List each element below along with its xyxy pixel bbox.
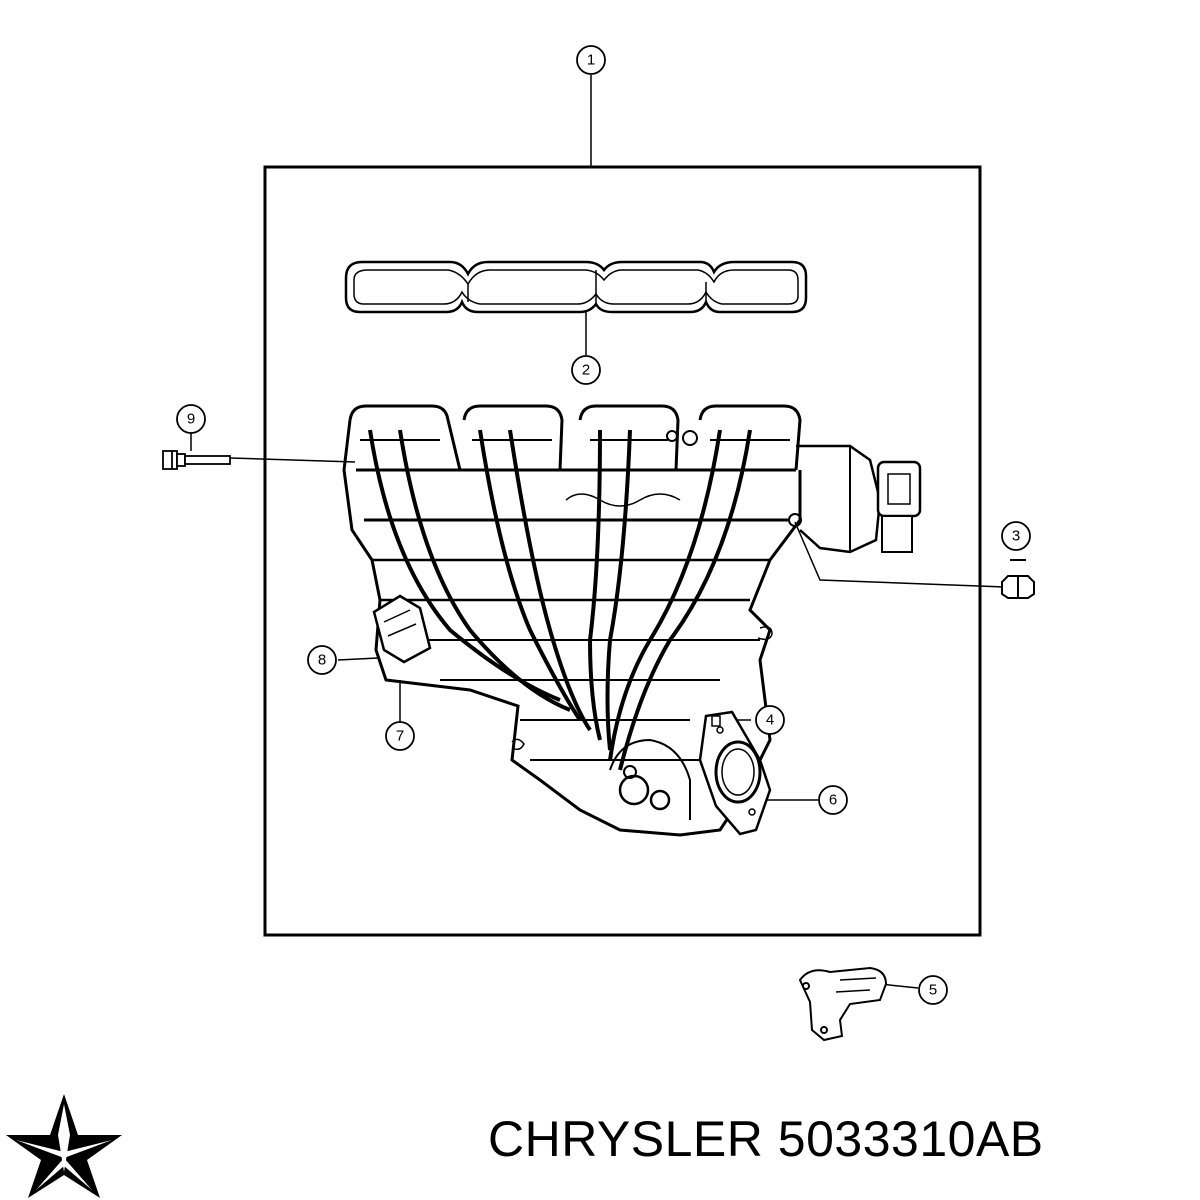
- callout-6: 6: [818, 785, 848, 815]
- callout-7: 7: [385, 721, 415, 751]
- callout-7-label: 7: [396, 728, 404, 745]
- bracket-part: [798, 966, 888, 1042]
- chrysler-star-logo-icon: [6, 1094, 122, 1198]
- callout-9-label: 9: [187, 411, 195, 428]
- callout-8: 8: [307, 645, 337, 675]
- callout-5-label: 5: [929, 982, 937, 999]
- callout-8-label: 8: [318, 652, 326, 669]
- callout-1: 1: [576, 45, 606, 75]
- throttle-gasket-part: [698, 710, 772, 836]
- assembly-frame: [263, 165, 982, 937]
- callout-1-label: 1: [587, 52, 595, 69]
- callout-4: 4: [755, 705, 785, 735]
- callout-3-label: 3: [1012, 528, 1020, 545]
- callout-5: 5: [918, 975, 948, 1005]
- gasket-part: [344, 260, 808, 314]
- footer-caption: CHRYSLER 5033310AB: [488, 1110, 1044, 1168]
- sensor-part: [372, 594, 432, 664]
- part-number: 5033310AB: [777, 1111, 1044, 1167]
- callout-4-label: 4: [766, 712, 774, 729]
- callout-3: 3: [1001, 521, 1031, 551]
- intake-manifold-body: [342, 404, 922, 837]
- stud-part: [711, 715, 721, 727]
- nut-part: [1001, 559, 1035, 599]
- callout-9: 9: [176, 404, 206, 434]
- brand-name: CHRYSLER: [488, 1111, 764, 1167]
- callout-2: 2: [571, 355, 601, 385]
- callout-6-label: 6: [829, 792, 837, 809]
- bolt-part: [162, 450, 231, 470]
- callout-2-label: 2: [582, 362, 590, 379]
